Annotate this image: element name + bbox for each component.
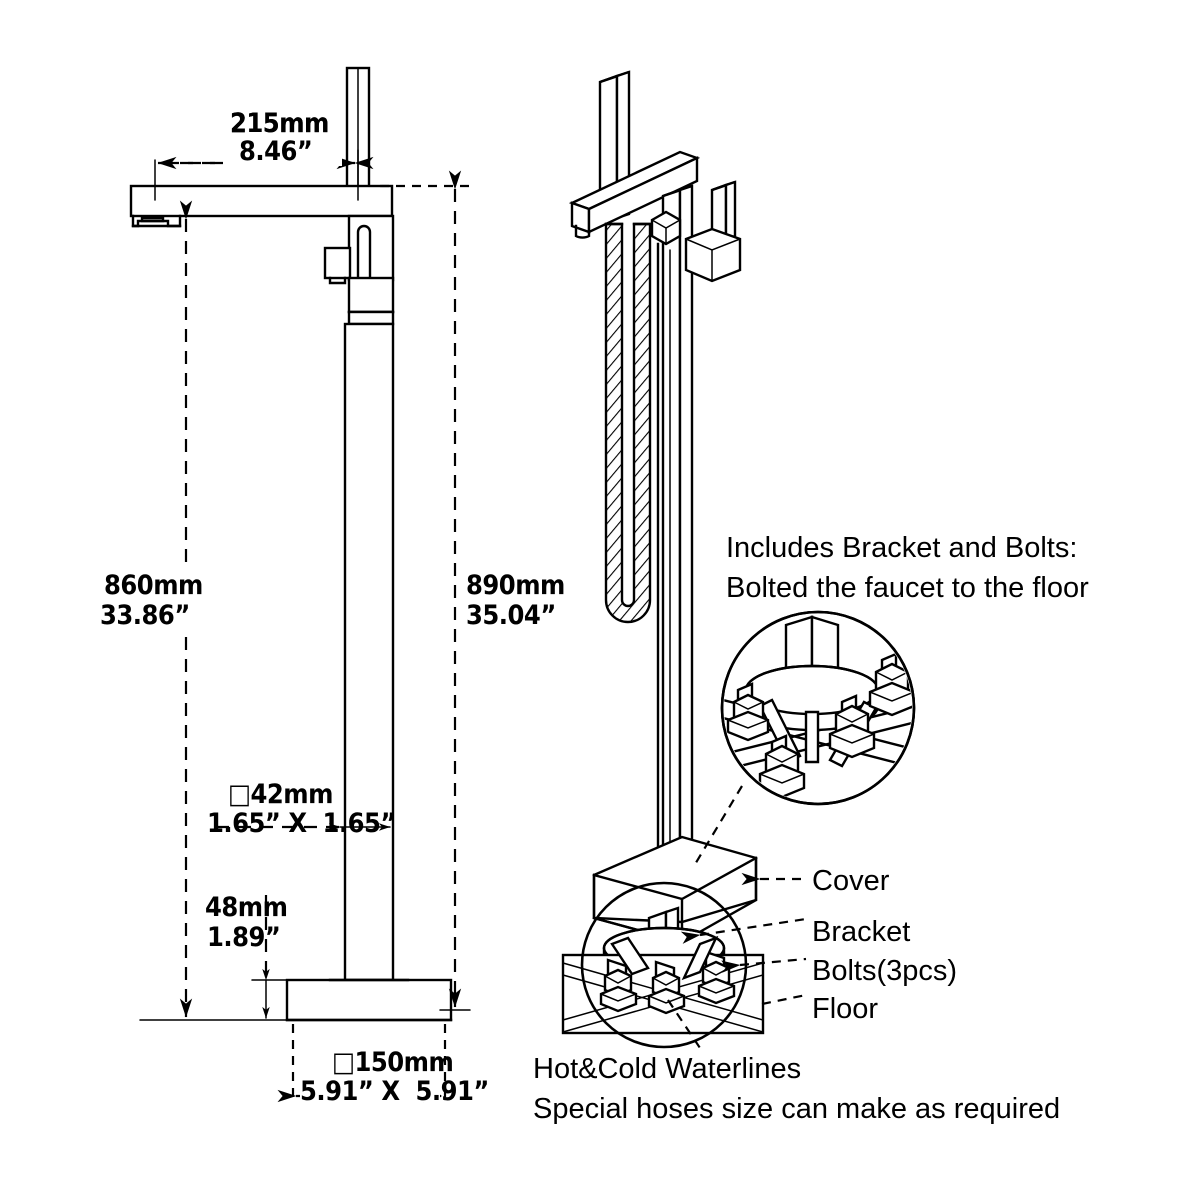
dimension-spout-reach-metric: 215mm	[230, 108, 329, 139]
dimension-column-section-imperial: 1.65” X 1.65”	[207, 808, 396, 839]
iso-flexible-hose	[604, 222, 652, 624]
detail-bolt-d	[868, 652, 912, 717]
iso-bolt-center	[647, 960, 686, 1015]
iso-diverter-knob	[650, 210, 682, 246]
dimension-spout-height-imperial: 33.86”	[100, 600, 190, 631]
dimension-base-height: 48mm 1.89”	[205, 892, 291, 1019]
callout-labels: Cover Bracket Bolts(3pcs) Floor	[812, 865, 957, 1025]
dimension-column-section-metric: □42mm	[228, 779, 333, 810]
iso-bolt-left	[599, 936, 650, 1013]
iso-supply-risers	[656, 242, 671, 863]
dim-reach-mm-top: 215mm	[230, 108, 329, 139]
detail-bolt-c	[828, 694, 876, 759]
dim-reach-in-top: 8.46”	[239, 136, 312, 167]
detail-bolt-b	[758, 734, 806, 799]
front-elevation-view	[129, 66, 453, 1022]
note-hose-line1: Hot&Cold Waterlines	[533, 1053, 801, 1085]
dimension-column-section: □42mm 1.65” X 1.65”	[207, 779, 396, 839]
notes-block: Includes Bracket and Bolts: Bolted the f…	[533, 532, 1089, 1125]
bracket-detail-enlargement	[720, 610, 916, 806]
dimension-overall-height-imperial: 35.04”	[466, 600, 556, 631]
iso-bolts-group	[599, 935, 736, 1015]
spout-arm	[129, 184, 394, 228]
note-bracket-line2: Bolted the faucet to the floor	[726, 572, 1089, 604]
note-bracket-line1: Includes Bracket and Bolts:	[726, 532, 1077, 564]
dimension-base-section-imperial: 5.91” X 5.91”	[300, 1076, 489, 1107]
note-hose-line2: Special hoses size can make as required	[533, 1093, 1060, 1125]
dimension-spout-height: 860mm 33.86”	[100, 200, 301, 1021]
dimension-base-section: □150mm 5.91” X 5.91”	[277, 1024, 489, 1107]
dimension-base-height-imperial: 1.89”	[207, 922, 280, 953]
callout-leaders	[667, 785, 807, 1049]
detail-bolt-a	[726, 682, 770, 742]
dimension-base-section-metric: □150mm	[332, 1047, 453, 1078]
iso-main-column	[661, 184, 694, 864]
callout-label-bolts: Bolts(3pcs)	[812, 955, 957, 987]
dimension-overall-height: 890mm 35.04”	[380, 170, 566, 1011]
valve-body	[323, 214, 395, 326]
callout-label-cover: Cover	[812, 865, 890, 897]
callout-label-bracket: Bracket	[812, 916, 910, 948]
main-column	[343, 322, 395, 982]
dimension-annotations: 215mm 8.46” 215mm 8.46” 860mm 33.86”	[100, 108, 566, 1107]
dimension-overall-height-metric: 890mm	[466, 570, 565, 601]
iso-handle-lever	[684, 180, 742, 283]
iso-spout-arm	[568, 150, 701, 239]
base-plate	[285, 978, 453, 1022]
dimension-base-height-metric: 48mm	[205, 892, 287, 923]
callout-label-floor: Floor	[812, 993, 878, 1025]
dimension-spout-height-metric: 860mm	[104, 570, 203, 601]
